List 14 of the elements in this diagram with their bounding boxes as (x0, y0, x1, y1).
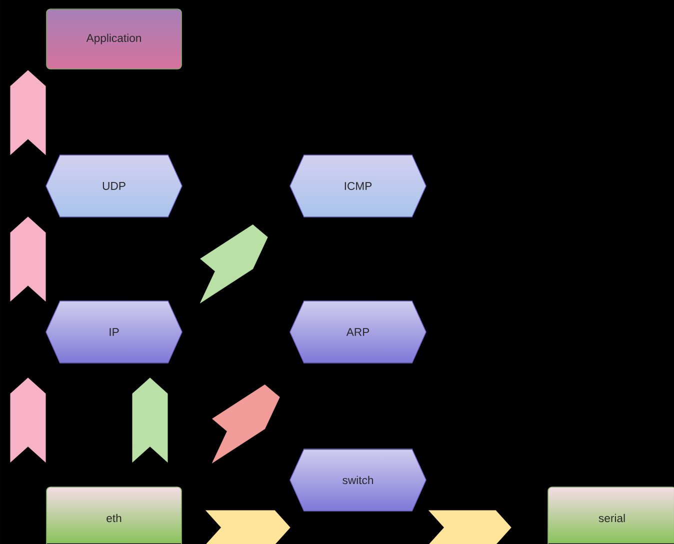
chevron-arrow (10, 70, 46, 156)
hexagon-box: switch (290, 448, 426, 512)
chevron-arrow (10, 216, 46, 302)
chevron-arrow (10, 378, 46, 463)
chevron-arrow (132, 378, 168, 463)
chevron-arrow (205, 510, 290, 544)
hexagon-box: UDP (46, 154, 182, 218)
hexagon-box: ICMP (290, 154, 426, 218)
process-box: eth (46, 486, 182, 544)
chevron-arrow (428, 510, 512, 544)
hexagon-box: ARP (290, 300, 426, 364)
hexagon-box: IP (46, 300, 182, 364)
process-box: serial (548, 486, 674, 544)
process-box: Application (46, 8, 182, 70)
